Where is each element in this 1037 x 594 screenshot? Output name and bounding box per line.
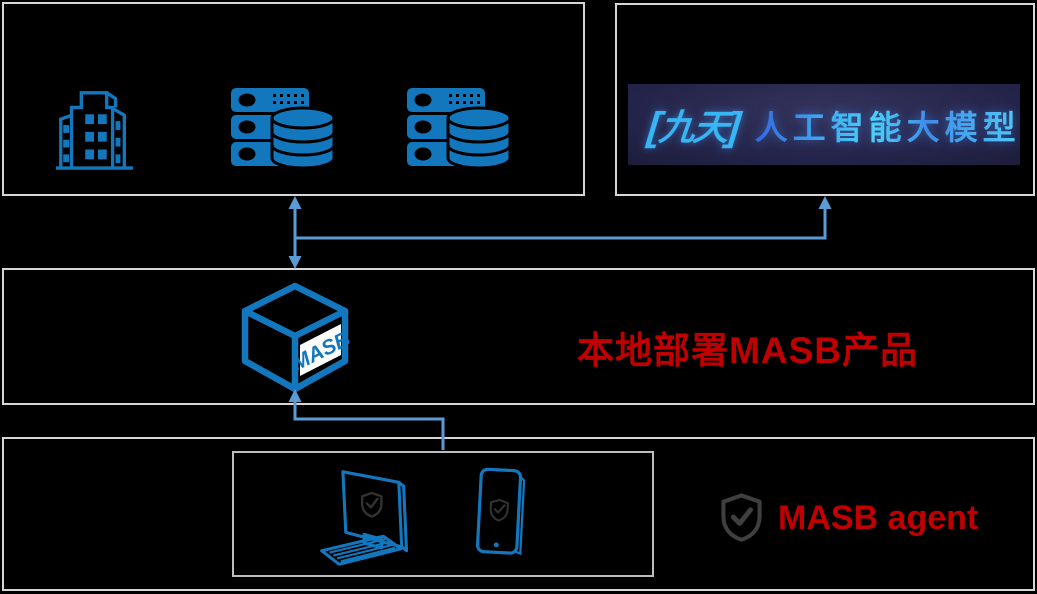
agent-box: MASB agent	[2, 437, 1035, 591]
masb-product-title: 本地部署MASB产品	[577, 330, 918, 371]
masb-agent-label: MASB agent	[778, 499, 979, 537]
arrowhead-up-into-aimodel-box	[818, 196, 832, 209]
arrow-masb-aimodel-line	[295, 206, 827, 240]
shield-check-icon	[361, 491, 383, 518]
desktop-computer-icon	[320, 470, 409, 566]
ai-model-title: 人工智能大模型	[755, 101, 1021, 149]
smartphone-icon	[475, 467, 526, 556]
arrowhead-up-into-infra-box	[288, 196, 302, 209]
shield-check-icon	[489, 498, 509, 522]
masb-cube-icon: MASB	[241, 282, 352, 393]
masb-product-box: MASB 本地部署MASB产品	[2, 268, 1035, 405]
enterprise-building-icon	[55, 91, 134, 170]
agent-shield-icon	[721, 493, 762, 542]
ai-model-banner: [九天] 人工智能大模型	[628, 84, 1020, 165]
ai-model-box: [九天] 人工智能大模型	[615, 3, 1035, 196]
devices-box	[232, 451, 654, 577]
logo-characters: 九天	[656, 106, 730, 148]
server-database-icon	[231, 88, 336, 170]
server-database-icon	[407, 88, 512, 170]
enterprise-infra-box	[2, 2, 585, 196]
jiutian-logo: [九天]	[645, 99, 741, 151]
